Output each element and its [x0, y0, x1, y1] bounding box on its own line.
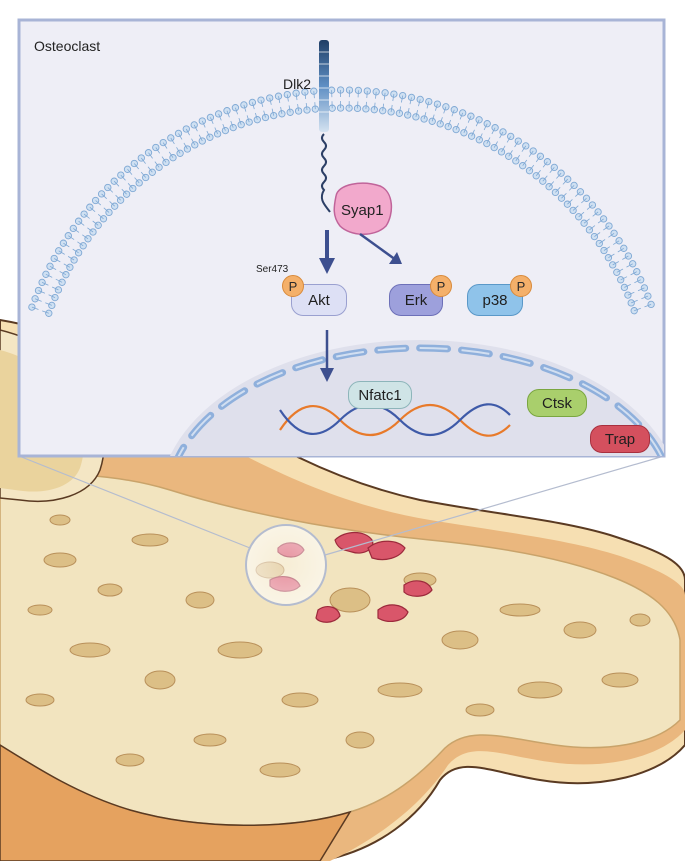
p38-label: p38 [482, 291, 508, 309]
adaptor-label: Syap1 [341, 202, 384, 219]
zoom-panel [17, 18, 666, 458]
zoom-line-right [324, 455, 665, 556]
syap1-protein [333, 182, 393, 235]
signal-arrows [319, 230, 402, 382]
erk-pill: Erk [389, 284, 443, 316]
zoom-lens [245, 524, 327, 606]
nfatc1-label: Nfatc1 [358, 386, 402, 404]
erk-label: Erk [404, 291, 428, 309]
bone-underside [0, 744, 352, 861]
ctsk-label: Ctsk [542, 394, 572, 412]
receptor-label: Dlk2 [283, 76, 312, 92]
trabecular-pores [25, 514, 651, 778]
zoom-line-left [18, 455, 251, 549]
akt-phospho-badge: P [282, 275, 304, 297]
akt-label: Akt [308, 291, 330, 309]
site-label: Ser473 [256, 264, 289, 275]
dlk2-receptor [319, 40, 331, 213]
dna-helix [279, 403, 511, 437]
trap-pill: Trap [590, 425, 650, 453]
cell-type-label: Osteoclast [34, 38, 101, 54]
plasma-membrane [28, 86, 655, 317]
erk-phospho-badge: P [430, 275, 452, 297]
trap-label: Trap [604, 430, 636, 448]
ctsk-pill: Ctsk [527, 389, 587, 417]
nfatc1-pill: Nfatc1 [348, 381, 412, 409]
p38-phospho-badge: P [510, 275, 532, 297]
